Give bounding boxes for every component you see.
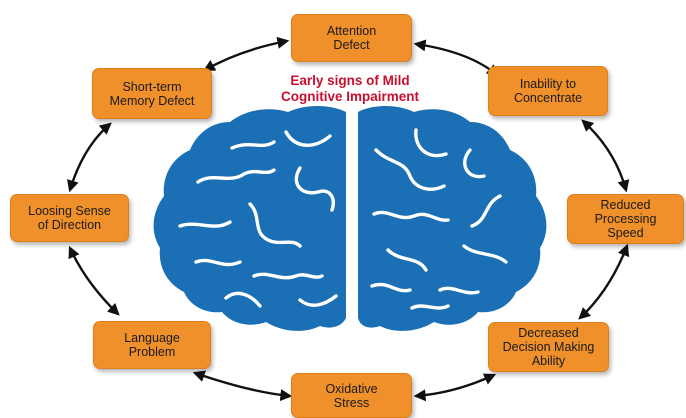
brain-folds	[178, 128, 508, 310]
brain-right-hemisphere	[358, 106, 547, 331]
sign-box-reduced-processing-speed: Reduced Processing Speed	[567, 194, 684, 244]
arrow-ring	[67, 36, 630, 402]
sign-box-language-problem: Language Problem	[93, 321, 211, 369]
arrow-decision-oxidative	[413, 373, 497, 402]
arrow-direction-memory	[67, 122, 112, 193]
sign-box-inability-to-concentrate: Inability to Concentrate	[488, 66, 608, 116]
arrow-memory-attention	[202, 36, 290, 72]
arrow-concentrate-processing	[581, 119, 630, 193]
sign-box-oxidative-stress: Oxidative Stress	[291, 373, 412, 418]
brain-icon	[153, 106, 547, 331]
sign-box-attention-defect: Attention Defect	[291, 14, 412, 62]
sign-box-decreased-decision-making-ability: Decreased Decision Making Ability	[488, 322, 609, 372]
diagram-title: Early signs of Mild Cognitive Impairment	[280, 73, 420, 104]
sign-box-short-term-memory-defect: Short-term Memory Defect	[92, 68, 212, 119]
arrow-language-direction	[68, 245, 120, 316]
arrow-oxidative-language	[192, 370, 293, 402]
sign-box-loosing-sense-of-direction: Loosing Sense of Direction	[10, 194, 129, 242]
arrow-processing-decision	[578, 243, 630, 320]
arrow-attention-concentrate	[413, 39, 499, 77]
